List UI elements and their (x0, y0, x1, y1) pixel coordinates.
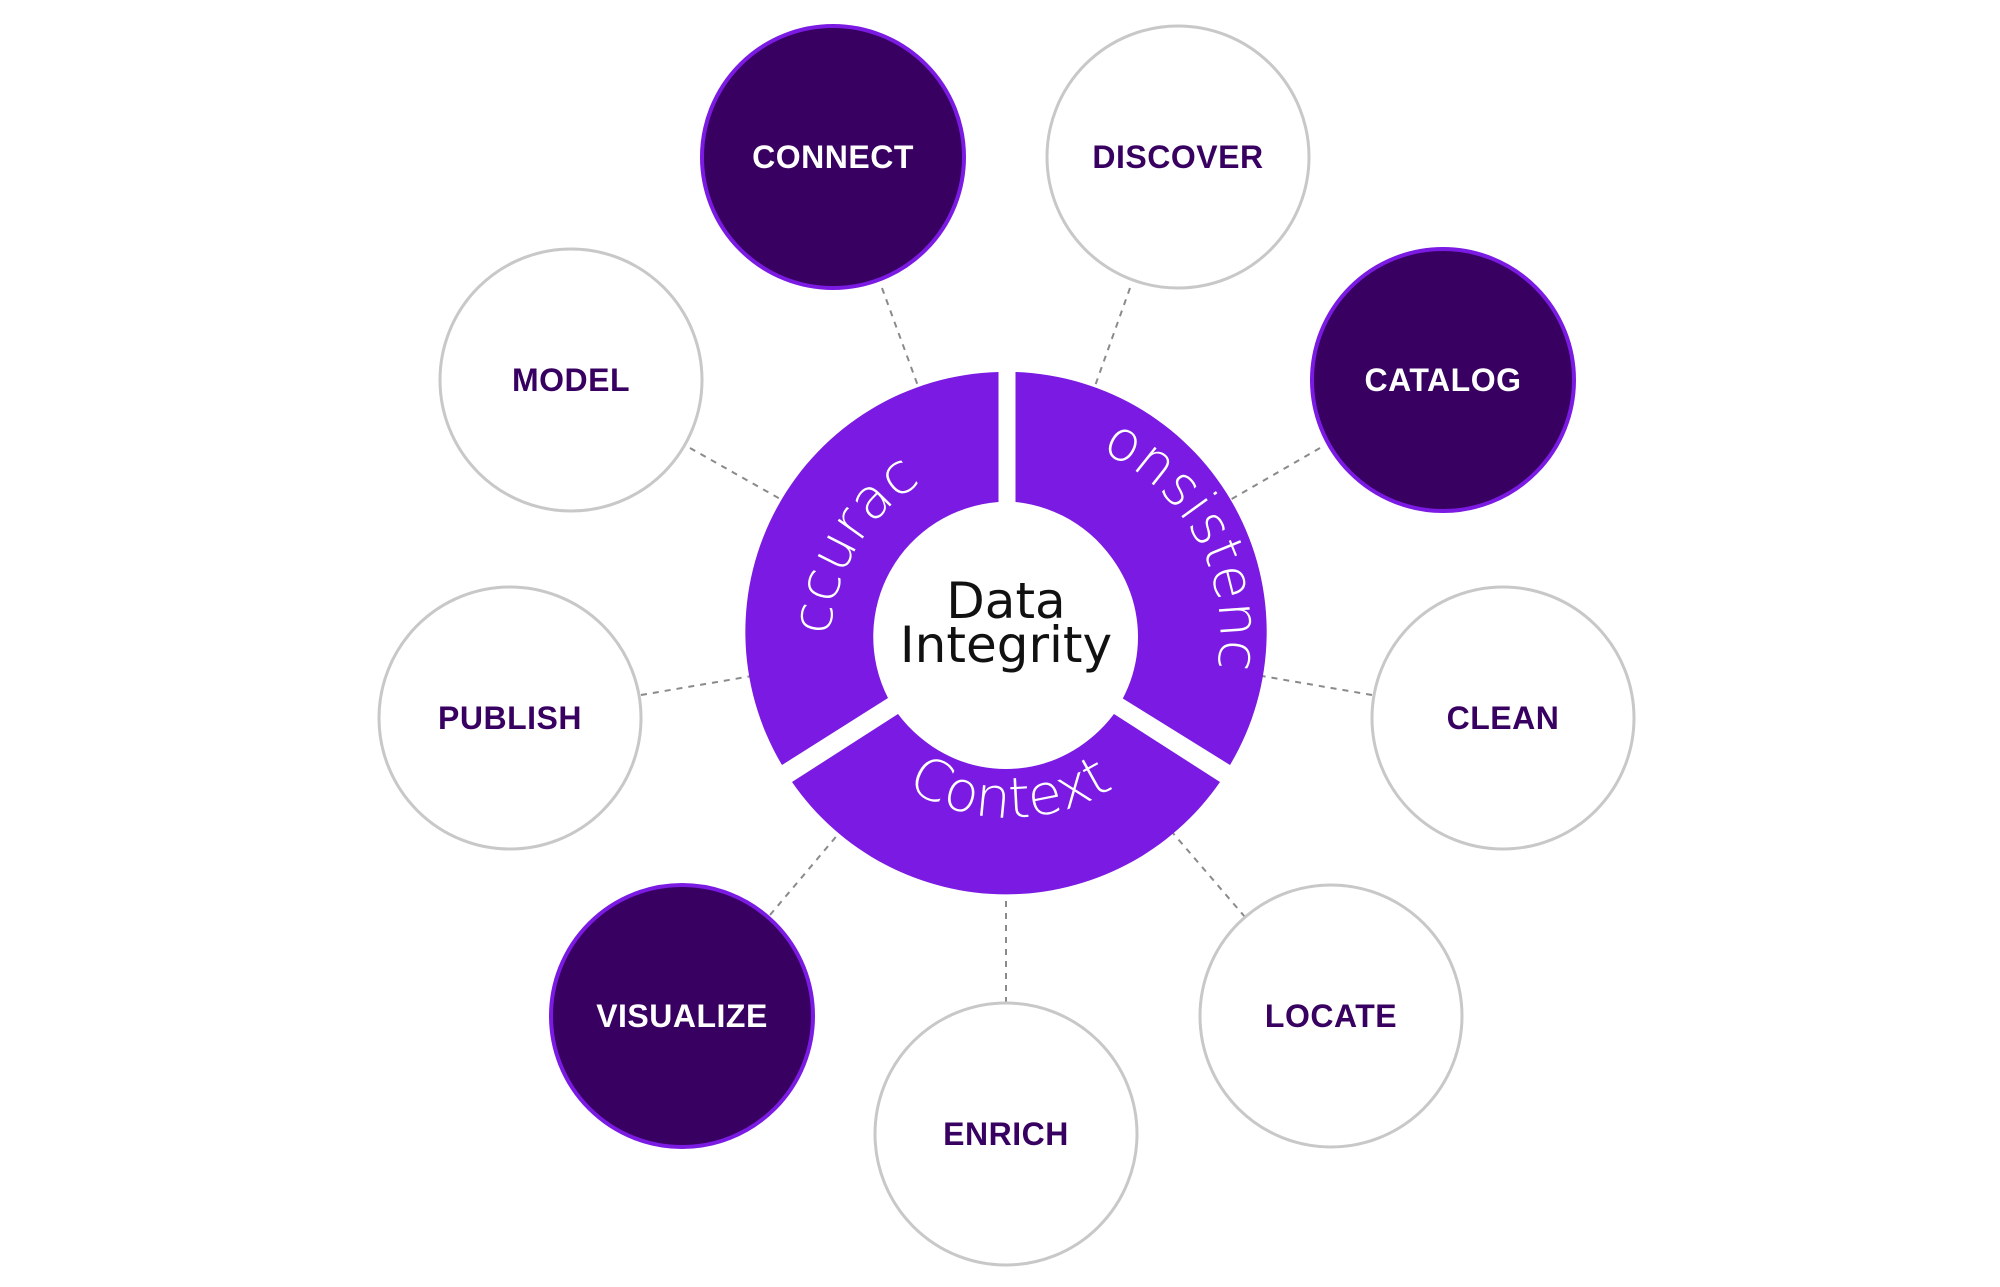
node-label-model: MODEL (512, 362, 630, 398)
node-label-publish: PUBLISH (438, 700, 582, 736)
connector-visualize (769, 831, 841, 916)
node-circle-enrich (873, 1001, 1139, 1267)
node-label-visualize: VISUALIZE (596, 998, 768, 1034)
node-visualize[interactable]: VISUALIZE (549, 883, 815, 1149)
node-label-catalog: CATALOG (1365, 362, 1522, 398)
nodes: CONNECT DISCOVER CATALOG CLEAN LOCATE ENRICH V… (377, 24, 1636, 1267)
node-label-discover: DISCOVER (1092, 139, 1263, 175)
node-connect[interactable]: CONNECT (700, 24, 966, 290)
node-circle-connect (700, 24, 966, 290)
node-circle-model (438, 247, 704, 513)
segment-accuracy[interactable] (745, 372, 999, 765)
node-circle-clean (1370, 585, 1636, 851)
node-circle-visualize (549, 883, 815, 1149)
center-title-line1: Data (946, 572, 1065, 630)
connector-model (689, 447, 783, 501)
node-label-connect: CONNECT (752, 139, 914, 175)
connectors (640, 287, 1373, 1003)
connector-clean (1261, 675, 1373, 696)
connector-connect (881, 287, 919, 387)
segment-consistency[interactable] (1015, 372, 1267, 765)
center-title-line2: Integrity (900, 616, 1112, 674)
node-circle-publish (377, 585, 643, 851)
node-label-enrich: ENRICH (943, 1116, 1069, 1152)
node-label-locate: LOCATE (1265, 998, 1397, 1034)
node-clean[interactable]: CLEAN (1370, 585, 1636, 851)
node-circle-catalog (1310, 247, 1576, 513)
node-catalog[interactable]: CATALOG (1310, 247, 1576, 513)
node-label-clean: CLEAN (1447, 700, 1560, 736)
node-enrich[interactable]: ENRICH (873, 1001, 1139, 1267)
ring (745, 372, 1267, 895)
center-circle (874, 505, 1138, 769)
connector-locate (1171, 831, 1246, 918)
connector-publish (640, 675, 753, 696)
node-circle-locate (1198, 883, 1464, 1149)
node-publish[interactable]: PUBLISH (377, 585, 643, 851)
node-model[interactable]: MODEL (438, 247, 704, 513)
segment-context[interactable] (792, 714, 1220, 895)
connector-discover (1094, 287, 1131, 387)
node-locate[interactable]: LOCATE (1198, 883, 1464, 1149)
connector-catalog (1229, 447, 1321, 501)
node-circle-discover (1045, 24, 1311, 290)
node-discover[interactable]: DISCOVER (1045, 24, 1311, 290)
